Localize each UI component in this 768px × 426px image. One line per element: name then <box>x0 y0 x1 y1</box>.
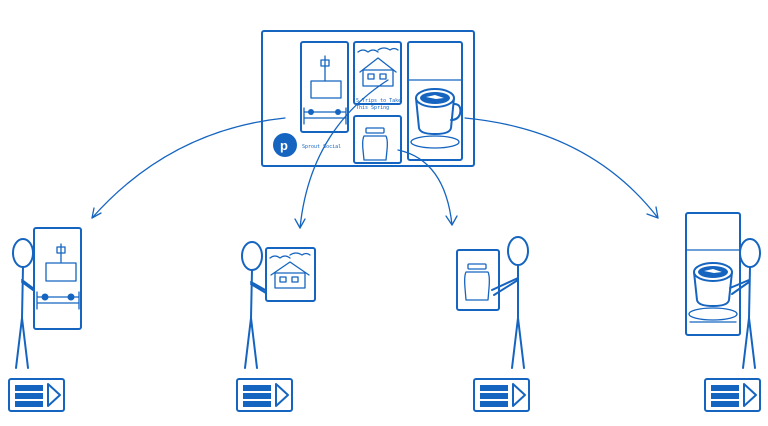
held-pin-coffee <box>685 212 741 336</box>
person-1 <box>8 227 82 412</box>
person-icon <box>491 236 529 369</box>
pin-coffee <box>407 41 463 161</box>
account-label: Sprout Social <box>302 144 341 150</box>
arrow-to-person-1 <box>91 117 286 219</box>
feed-card-icon <box>473 378 530 412</box>
arrow-to-person-4 <box>464 117 659 219</box>
feed-card-icon <box>8 378 65 412</box>
house-icon <box>357 47 399 87</box>
feed-card-icon <box>236 378 293 412</box>
pinterest-board: 5 Trips to Take This Spring <box>261 30 475 167</box>
person-3 <box>456 236 530 412</box>
pin-title-line2: This Spring <box>356 105 389 111</box>
feed-card-icon <box>704 378 761 412</box>
coffee-cup-icon <box>410 88 462 149</box>
bed-icon <box>303 107 347 125</box>
person-4 <box>685 212 761 412</box>
held-pin-house <box>265 247 316 302</box>
arrow-to-person-2 <box>294 79 389 229</box>
person-icon <box>241 241 277 369</box>
person-icon <box>729 238 761 369</box>
person-2 <box>236 241 316 412</box>
held-pin-jar <box>456 249 500 311</box>
arrow-to-person-3 <box>397 149 458 226</box>
pin-title-line1: 5 Trips to Take <box>356 98 401 104</box>
pinterest-logo-icon: p <box>273 133 297 157</box>
held-pin-gondola <box>33 227 82 330</box>
svg-text:p: p <box>280 138 288 153</box>
pin-jar <box>353 115 402 164</box>
pin-gondola <box>300 41 349 133</box>
pin-house: 5 Trips to Take <box>353 41 402 105</box>
jar-icon <box>362 127 388 161</box>
gondola-icon <box>310 55 342 99</box>
